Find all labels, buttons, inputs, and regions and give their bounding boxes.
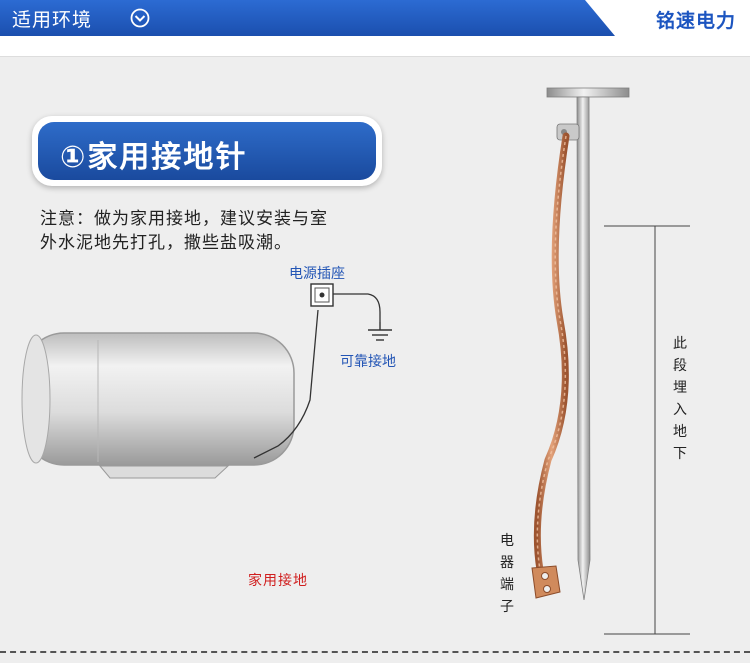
bottom-divider <box>0 651 750 653</box>
section-title-pill: ①家用接地针 <box>32 116 382 186</box>
section-title-background: ①家用接地针 <box>38 122 376 180</box>
header-sub-band <box>0 36 750 57</box>
note-line-1: 注意：做为家用接地，建议安装与室 <box>40 209 328 229</box>
household-ground-label: 家用接地 <box>248 573 308 589</box>
chevron-down-circle-icon[interactable] <box>130 8 150 28</box>
power-socket-label: 电源插座 <box>289 266 345 282</box>
ground-symbol-icon <box>368 322 392 341</box>
reliable-ground-label: 可靠接地 <box>340 354 396 370</box>
ground-wire <box>253 293 381 459</box>
water-heater <box>21 332 295 479</box>
buried-section-label: 此段埋入地下 <box>673 336 687 462</box>
appliance-terminal-label: 电器端子 <box>500 533 514 615</box>
note-text: 注意：做为家用接地，建议安装与室 外水泥地先打孔，撒些盐吸潮。 <box>40 207 400 255</box>
header-title: 适用环境 <box>12 9 93 31</box>
power-socket-icon <box>310 283 334 307</box>
brand-tab <box>585 0 750 36</box>
buried-section-dimension <box>604 225 690 635</box>
copper-ground-wire <box>531 132 570 599</box>
section-title: ①家用接地针 <box>60 140 248 175</box>
note-line-2: 外水泥地先打孔，撒些盐吸潮。 <box>40 233 292 253</box>
brand-name: 铭速电力 <box>655 10 736 32</box>
